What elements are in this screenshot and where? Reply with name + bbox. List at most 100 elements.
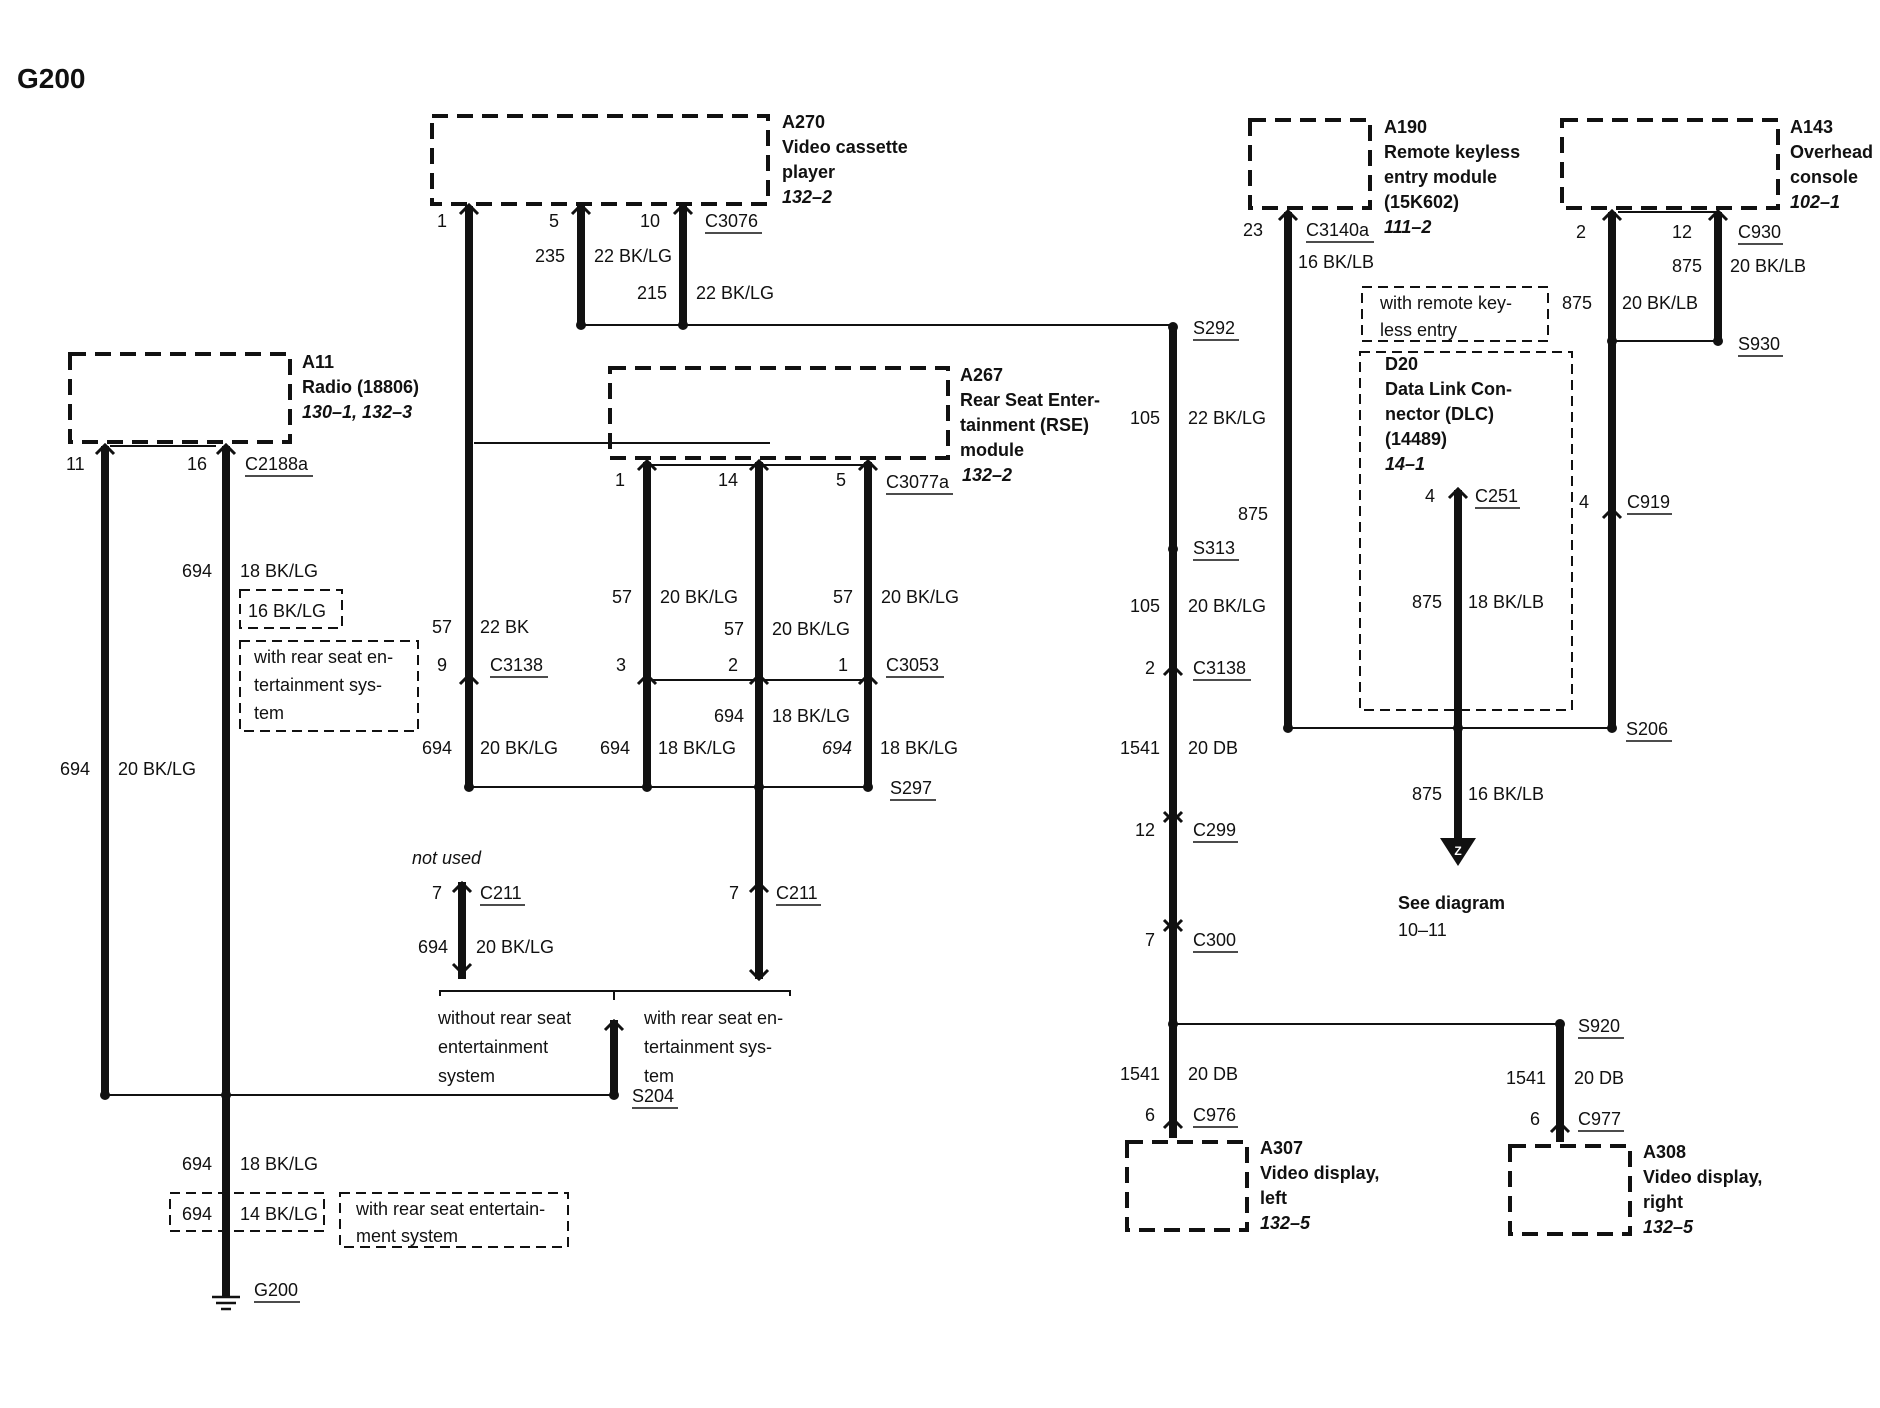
- svg-text:C2188a: C2188a: [245, 454, 309, 474]
- svg-text:1541: 1541: [1506, 1068, 1546, 1088]
- svg-text:A270: A270: [782, 112, 825, 132]
- svg-text:ment system: ment system: [356, 1226, 458, 1246]
- svg-text:S204: S204: [632, 1086, 674, 1106]
- svg-text:20 BK/LG: 20 BK/LG: [660, 587, 738, 607]
- svg-text:102–1: 102–1: [1790, 192, 1840, 212]
- svg-text:7: 7: [1145, 930, 1155, 950]
- svg-text:tainment (RSE): tainment (RSE): [960, 415, 1089, 435]
- svg-text:16: 16: [187, 454, 207, 474]
- svg-text:4: 4: [1425, 486, 1435, 506]
- svg-text:20 BK/LG: 20 BK/LG: [476, 937, 554, 957]
- svg-text:105: 105: [1130, 408, 1160, 428]
- svg-text:C251: C251: [1475, 486, 1518, 506]
- svg-text:without rear seat: without rear seat: [437, 1008, 571, 1028]
- component-a11: A11 Radio (18806) 130–1, 132–3: [68, 352, 419, 444]
- svg-text:18 BK/LG: 18 BK/LG: [240, 561, 318, 581]
- svg-text:57: 57: [833, 587, 853, 607]
- svg-text:20 BK/LG: 20 BK/LG: [480, 738, 558, 758]
- svg-text:235: 235: [535, 246, 565, 266]
- svg-text:694: 694: [182, 1204, 212, 1224]
- svg-text:C300: C300: [1193, 930, 1236, 950]
- svg-text:(15K602): (15K602): [1384, 192, 1459, 212]
- svg-text:1: 1: [838, 655, 848, 675]
- svg-text:C3138: C3138: [490, 655, 543, 675]
- svg-text:right: right: [1643, 1192, 1683, 1212]
- svg-text:A190: A190: [1384, 117, 1427, 137]
- svg-text:3: 3: [616, 655, 626, 675]
- svg-text:C977: C977: [1578, 1109, 1621, 1129]
- svg-text:Radio (18806): Radio (18806): [302, 377, 419, 397]
- svg-text:tertainment sys-: tertainment sys-: [254, 675, 382, 695]
- svg-text:not used: not used: [412, 848, 482, 868]
- svg-text:57: 57: [724, 619, 744, 639]
- svg-text:14 BK/LG: 14 BK/LG: [240, 1204, 318, 1224]
- component-a308: A308 Video display, right 132–5: [1508, 1142, 1762, 1237]
- svg-text:4: 4: [1579, 492, 1589, 512]
- svg-text:C930: C930: [1738, 222, 1781, 242]
- svg-text:entry module: entry module: [1384, 167, 1497, 187]
- svg-text:22 BK/LG: 22 BK/LG: [1188, 408, 1266, 428]
- svg-text:with remote key-: with remote key-: [1379, 293, 1512, 313]
- svg-text:(14489): (14489): [1385, 429, 1447, 449]
- svg-text:C299: C299: [1193, 820, 1236, 840]
- svg-text:A143: A143: [1790, 117, 1833, 137]
- svg-text:12: 12: [1672, 222, 1692, 242]
- svg-text:Video display,: Video display,: [1260, 1163, 1379, 1183]
- svg-text:16 BK/LB: 16 BK/LB: [1298, 252, 1374, 272]
- svg-text:1: 1: [437, 211, 447, 231]
- svg-text:18 BK/LG: 18 BK/LG: [658, 738, 736, 758]
- svg-text:694: 694: [714, 706, 744, 726]
- svg-text:10–11: 10–11: [1398, 920, 1447, 940]
- svg-text:S206: S206: [1626, 719, 1668, 739]
- svg-text:module: module: [960, 440, 1024, 460]
- labels: 1 5 10 C3076 235 22 BK/LG 215 22 BK/LG S…: [60, 211, 1806, 1303]
- svg-text:Z: Z: [1454, 844, 1461, 858]
- svg-text:16 BK/LB: 16 BK/LB: [1468, 784, 1544, 804]
- wires: [101, 206, 1722, 1296]
- svg-text:6: 6: [1145, 1105, 1155, 1125]
- svg-text:C976: C976: [1193, 1105, 1236, 1125]
- svg-text:105: 105: [1130, 596, 1160, 616]
- svg-text:D20: D20: [1385, 354, 1418, 374]
- svg-text:C3076: C3076: [705, 211, 758, 231]
- svg-text:5: 5: [549, 211, 559, 231]
- svg-text:57: 57: [432, 617, 452, 637]
- svg-text:694: 694: [822, 738, 852, 758]
- svg-text:2: 2: [1576, 222, 1586, 242]
- svg-text:Rear Seat Enter-: Rear Seat Enter-: [960, 390, 1100, 410]
- svg-text:console: console: [1790, 167, 1858, 187]
- svg-text:Video cassette: Video cassette: [782, 137, 908, 157]
- svg-text:18 BK/LG: 18 BK/LG: [880, 738, 958, 758]
- svg-text:20 BK/LG: 20 BK/LG: [881, 587, 959, 607]
- svg-text:694: 694: [182, 561, 212, 581]
- svg-text:14–1: 14–1: [1385, 454, 1425, 474]
- svg-text:5: 5: [836, 470, 846, 490]
- svg-text:12: 12: [1135, 820, 1155, 840]
- svg-text:23: 23: [1243, 220, 1263, 240]
- svg-text:less entry: less entry: [1380, 320, 1457, 340]
- svg-text:132–5: 132–5: [1260, 1213, 1311, 1233]
- svg-text:20 DB: 20 DB: [1188, 738, 1238, 758]
- svg-text:Data Link Con-: Data Link Con-: [1385, 379, 1512, 399]
- svg-text:132–2: 132–2: [782, 187, 832, 207]
- svg-text:S313: S313: [1193, 538, 1235, 558]
- svg-text:132–5: 132–5: [1643, 1217, 1694, 1237]
- svg-text:20 BK/LB: 20 BK/LB: [1622, 293, 1698, 313]
- svg-text:694: 694: [418, 937, 448, 957]
- svg-text:875: 875: [1562, 293, 1592, 313]
- svg-text:20 BK/LG: 20 BK/LG: [1188, 596, 1266, 616]
- svg-text:22 BK/LG: 22 BK/LG: [696, 283, 774, 303]
- svg-text:A267: A267: [960, 365, 1003, 385]
- svg-text:9: 9: [437, 655, 447, 675]
- svg-text:C3077a: C3077a: [886, 472, 950, 492]
- svg-text:875: 875: [1238, 504, 1268, 524]
- svg-text:18 BK/LB: 18 BK/LB: [1468, 592, 1544, 612]
- svg-text:C211: C211: [776, 883, 818, 903]
- component-d20: D20 Data Link Con- nector (DLC) (14489) …: [1359, 351, 1573, 711]
- svg-text:111–2: 111–2: [1384, 217, 1431, 237]
- svg-text:S920: S920: [1578, 1016, 1620, 1036]
- arrow-down-icon: Z: [1440, 838, 1476, 866]
- svg-text:1541: 1541: [1120, 738, 1160, 758]
- svg-text:player: player: [782, 162, 835, 182]
